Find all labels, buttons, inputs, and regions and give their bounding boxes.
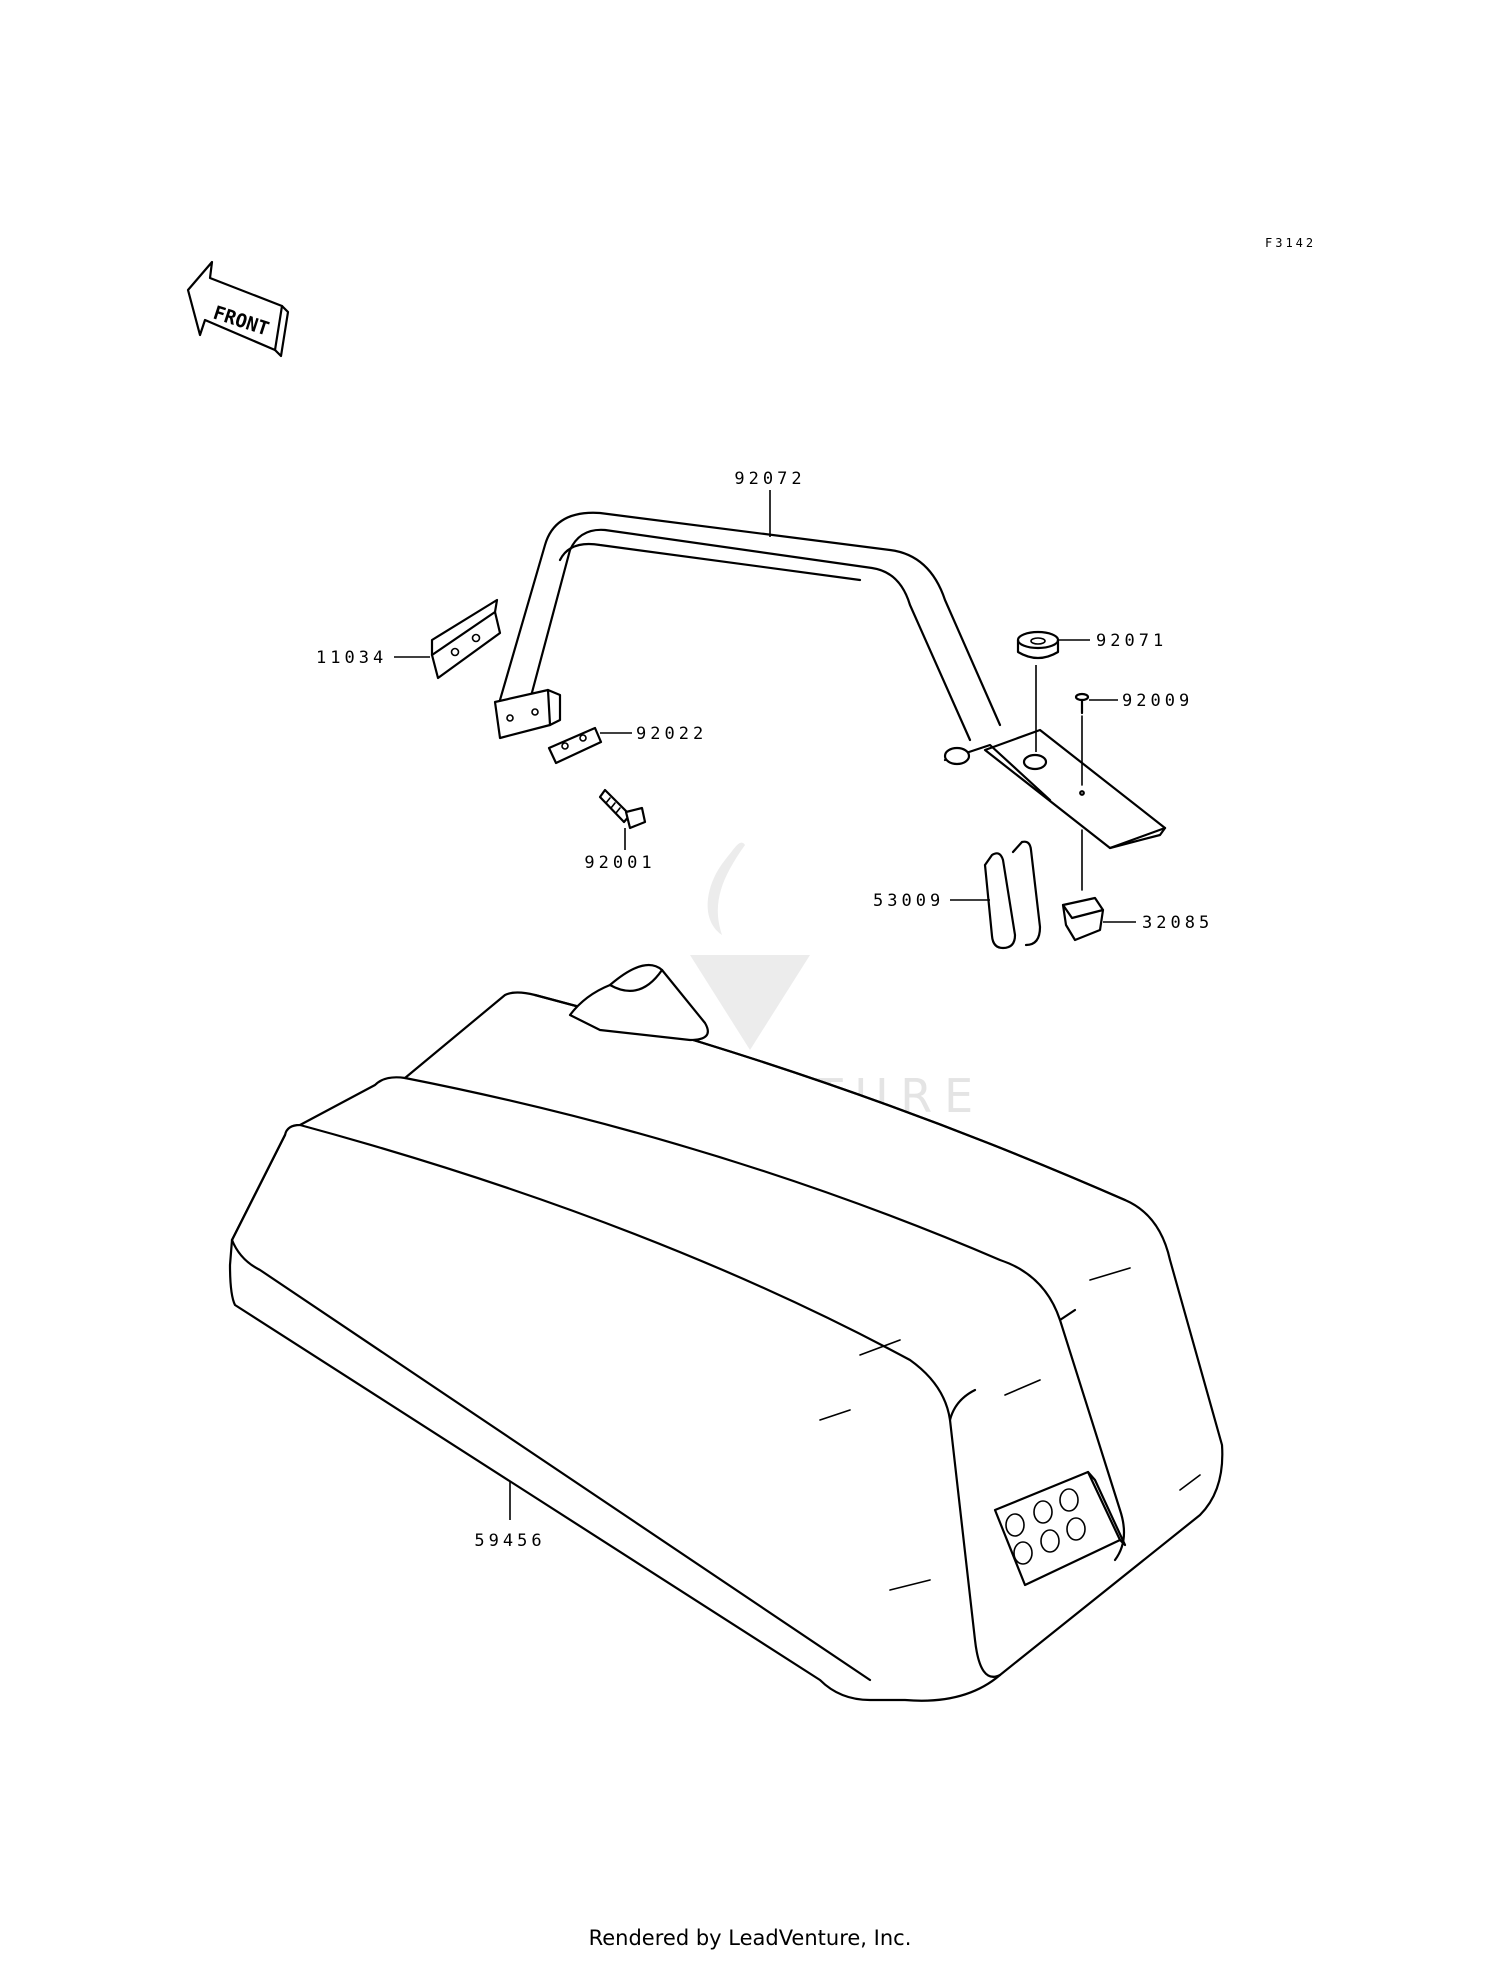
screw-92009 [1074, 692, 1118, 796]
callout-92072: 92072 [734, 469, 805, 489]
hook-53009 [950, 840, 1042, 950]
callout-92009: 92009 [1122, 691, 1193, 711]
callout-92001: 92001 [584, 853, 655, 873]
bolt-92001 [598, 788, 647, 850]
callout-92022: 92022 [636, 724, 707, 744]
cover-59456 [228, 963, 1224, 1702]
carrier-frame [493, 490, 1167, 850]
callout-53009: 53009 [873, 891, 944, 911]
front-arrow-icon: FRONT [186, 260, 290, 358]
diagram-code: F3142 [1265, 236, 1316, 250]
callout-32085: 32085 [1142, 913, 1213, 933]
footer-credit: Rendered by LeadVenture, Inc. [588, 1926, 912, 1950]
callout-59456: 59456 [474, 1531, 545, 1551]
damper-32085 [1061, 829, 1136, 942]
plate-92022 [547, 726, 632, 765]
callout-11034: 11034 [316, 648, 387, 668]
callout-92071: 92071 [1096, 631, 1167, 651]
grommet-92071 [1016, 630, 1090, 752]
pad-11034 [394, 598, 502, 680]
